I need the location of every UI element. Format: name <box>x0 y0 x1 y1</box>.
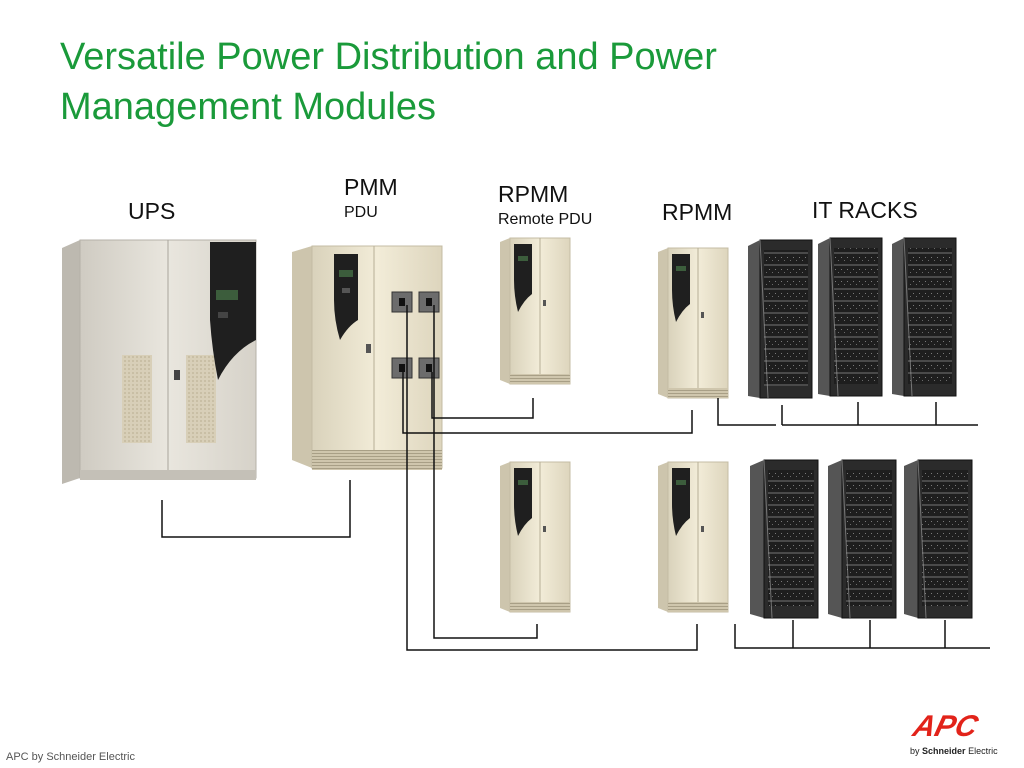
label-remote-pdu: Remote PDU <box>498 211 593 228</box>
rpmm-cabinet-bottom-1 <box>500 461 571 613</box>
label-pdu: PDU <box>344 204 378 221</box>
label-ups: UPS <box>128 198 176 224</box>
title-line-1: Versatile Power Distribution and Power <box>60 36 717 78</box>
it-rack-top-1 <box>748 239 813 399</box>
logo-suffix: Electric <box>968 746 998 756</box>
footer-text: APC by Schneider Electric <box>6 751 135 763</box>
apc-logo-mark: APC <box>909 709 983 742</box>
it-rack-top-3 <box>892 237 957 397</box>
wire-pmm-to-rpmm-top-2 <box>402 372 693 434</box>
ups-cabinet <box>62 239 257 484</box>
wire-rpmm-to-racks-bottom <box>734 624 793 649</box>
rpmm-cabinet-bottom-2 <box>658 461 729 613</box>
wire-rpmm-to-racks-top <box>717 398 776 426</box>
wire-pmm-to-rpmm-bottom-1 <box>433 305 538 639</box>
label-pmm: PMM <box>344 174 398 200</box>
wire-pmm-to-rpmm-bottom-2 <box>406 305 698 651</box>
wire-pmm-to-rpmm-top-1 <box>431 372 534 419</box>
title-line-2: Management Modules <box>60 86 436 128</box>
slide-title: Versatile Power Distribution and Power M… <box>60 32 960 132</box>
logo-by: by <box>910 746 920 756</box>
rpmm-cabinet-top-2 <box>658 247 729 399</box>
connection-lines <box>161 305 990 651</box>
it-rack-top-2 <box>818 237 883 397</box>
apc-logo: APC <box>909 709 983 742</box>
it-rack-bottom-3 <box>904 459 973 619</box>
pmm-cabinet <box>292 245 443 470</box>
logo-tagline: by Schneider Electric <box>910 746 998 756</box>
it-rack-bottom-1 <box>750 459 819 619</box>
label-it-racks: IT RACKS <box>812 197 918 223</box>
it-rack-bottom-2 <box>828 459 897 619</box>
wire-ups-to-pmm <box>161 480 351 538</box>
logo-company: Schneider <box>922 746 966 756</box>
rpmm-cabinet-top-1 <box>500 237 571 385</box>
label-rpmm: RPMM <box>662 199 733 225</box>
label-rpmm-top: RPMM <box>498 181 569 207</box>
